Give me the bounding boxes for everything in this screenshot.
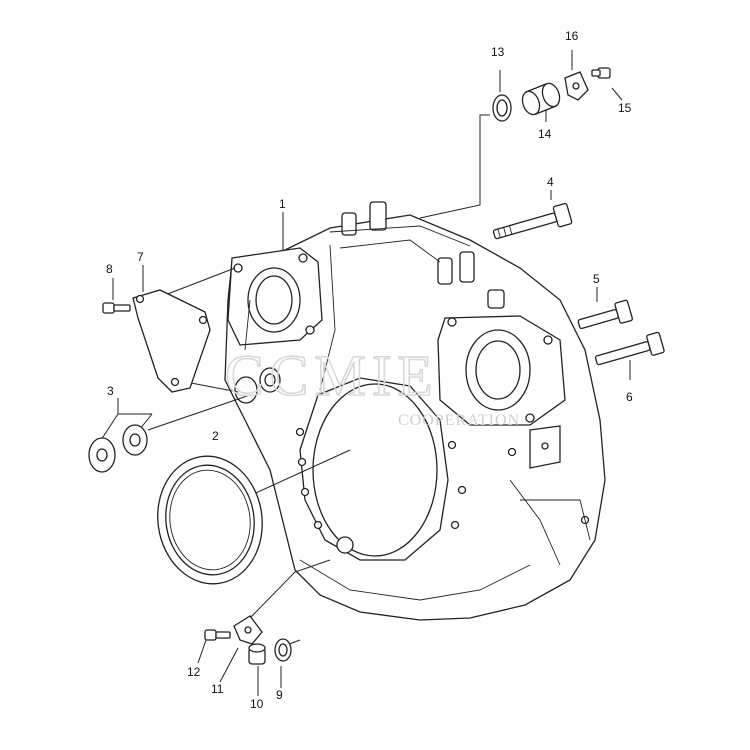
callout-2: 2 [212, 429, 219, 443]
callout-12: 12 [187, 665, 201, 679]
cover-screw [102, 302, 131, 314]
callout-7: 7 [137, 250, 144, 264]
housing-bolt-long-2 [594, 331, 665, 366]
clamp-screw [591, 67, 611, 79]
callout-10: 10 [250, 697, 264, 711]
callout-11: 11 [211, 682, 224, 696]
lower-clamp-screw [204, 629, 231, 641]
callout-14: 14 [538, 127, 552, 141]
watermark-sub: COOPERATION [398, 412, 520, 429]
callout-15: 15 [618, 101, 632, 115]
housing-bolt-long [492, 202, 573, 240]
callout-6: 6 [626, 390, 633, 404]
watermark: CCMIE COOPERATION [224, 342, 520, 429]
crankshaft-seal [157, 455, 263, 585]
callout-13: 13 [491, 45, 505, 59]
flywheel-housing [224, 201, 606, 621]
callout-labels: 1 2 3 4 5 6 7 8 9 10 11 12 13 14 15 16 [106, 29, 633, 711]
lower-plug [248, 643, 266, 665]
plug-o-ring [492, 94, 512, 122]
housing-bolt-holes [295, 427, 590, 530]
housing-bolt-medium [577, 299, 634, 330]
retaining-clamp [564, 71, 589, 101]
sleeve-plug [521, 82, 561, 116]
callout-9: 9 [276, 688, 283, 702]
callout-16: 16 [565, 29, 579, 43]
callout-5: 5 [593, 272, 600, 286]
leader-lines [100, 50, 631, 696]
callout-3: 3 [107, 384, 114, 398]
cover-plate [132, 289, 211, 393]
cover-washers [88, 424, 148, 473]
callout-4: 4 [547, 175, 554, 189]
callout-1: 1 [279, 197, 286, 211]
callout-8: 8 [106, 262, 113, 276]
lower-clamp [233, 615, 263, 645]
lower-o-ring [274, 638, 292, 662]
watermark-main: CCMIE [225, 343, 439, 408]
